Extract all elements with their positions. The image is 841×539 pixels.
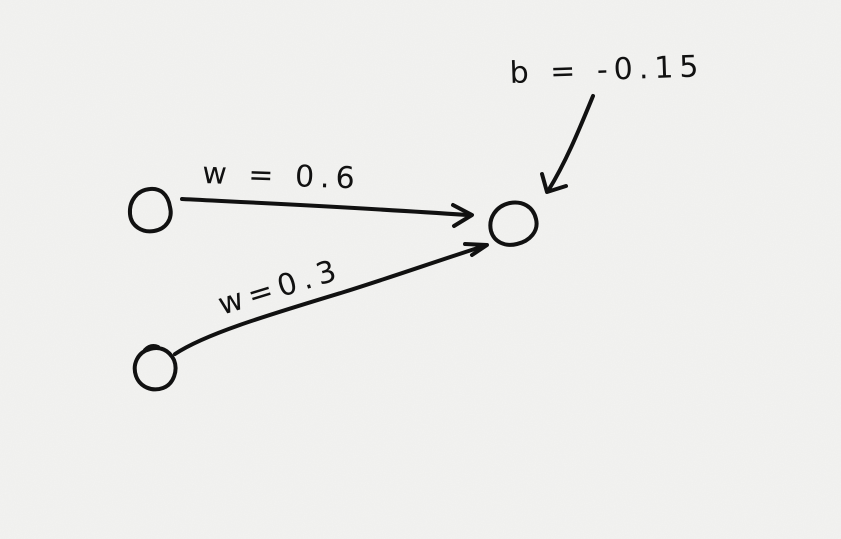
output-node: [488, 200, 539, 247]
edge-bottom-to-output: [173, 242, 489, 356]
bias-label: b = -0.15: [509, 49, 705, 91]
bias-edge: [540, 94, 595, 194]
edge-top-to-output: [180, 197, 474, 228]
input-node-top: [127, 186, 173, 234]
input-node-bottom: [132, 344, 178, 392]
top-weight-label: w = 0.6: [202, 156, 362, 197]
